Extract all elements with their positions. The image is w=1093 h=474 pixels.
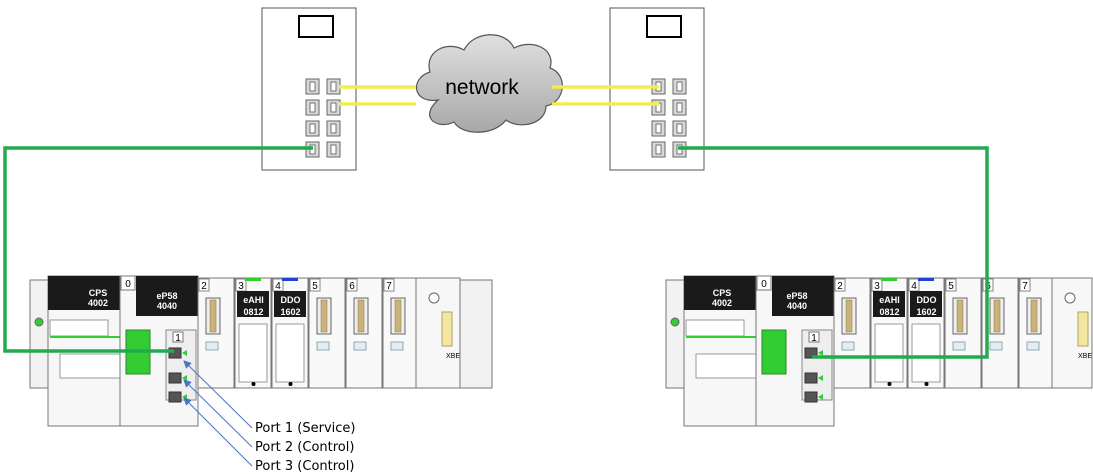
network-label: network [445,76,519,99]
switch-port[interactable] [326,78,341,95]
slot-number: 2 [837,281,843,292]
port-label-1: Port 1 (Service) [255,421,356,436]
io-module-slot-7: 7 [1018,277,1056,389]
ethernet-port-2[interactable] [168,372,182,384]
switch-port[interactable] [651,141,666,158]
slot-number: 3 [238,281,244,292]
cpu-label-line2: 4040 [787,301,807,311]
cpu-module: eP58 4040 0 1 [755,275,835,427]
cpu-slot-number: 0 [761,279,767,290]
slot-number: 4 [275,281,281,292]
ps-label-line2: 4002 [712,298,732,308]
io-module-slot-3: 3 eAHI 0812 [234,277,272,389]
switch-port[interactable] [326,120,341,137]
switch-port[interactable] [305,78,320,95]
extender-label: XBE [1078,353,1092,360]
io-module-slot-6: 6 [345,277,383,389]
slot-number: 3 [874,281,880,292]
switch-port[interactable] [305,120,320,137]
ps-label-line1: CPS [713,288,732,298]
slot-number: 5 [312,281,318,292]
ethernet-port-3[interactable] [804,391,818,403]
extender-label: XBE [446,353,460,360]
switch-port[interactable] [672,120,687,137]
cpu-label-line1: eP58 [786,291,807,301]
ethernet-cables [3,146,989,359]
cpu-label-line1: eP58 [156,291,177,301]
ethernet-port-2[interactable] [804,372,818,384]
cpu-slot-number: 0 [125,279,131,290]
bus-extender-module: XBE [415,277,461,389]
switch-port[interactable] [305,99,320,116]
switch-port[interactable] [672,99,687,116]
switch-right [609,7,705,171]
module-label-line2: 1602 [916,307,936,317]
module-label-line2: 0812 [879,307,899,317]
ps-label-line2: 4002 [88,298,108,308]
switch-port[interactable] [326,141,341,158]
cpu-label-line2: 4040 [157,301,177,311]
bus-extender-module: XBE [1051,277,1093,389]
module-label-line2: 0812 [243,307,263,317]
slot-number: 7 [1022,281,1028,292]
slot-number: 7 [386,281,392,292]
io-module-slot-3: 3 eAHI 0812 [870,277,908,389]
slot-number: 4 [911,281,917,292]
port-block-number: 1 [175,333,181,344]
port-label-2: Port 2 (Control) [255,440,354,455]
switch-port[interactable] [326,99,341,116]
module-label-line1: eAHI [879,295,900,305]
port-label-3: Port 3 (Control) [255,459,354,474]
network-links [339,85,659,106]
io-module-slot-5: 5 [308,277,346,389]
module-label-line1: eAHI [243,295,264,305]
ethernet-port-3[interactable] [168,391,182,403]
module-label-line1: DDO [917,295,937,305]
port-block-number: 1 [811,333,817,344]
io-module-slot-5: 5 [944,277,982,389]
io-module-slot-7: 7 [382,277,420,389]
slot-number: 5 [948,281,954,292]
network-cloud: network [415,34,563,133]
io-module-slot-2: 2 [833,277,871,389]
module-label-line1: DDO [281,295,301,305]
switch-port[interactable] [672,78,687,95]
slot-number: 6 [349,281,355,292]
slot-number: 2 [201,281,207,292]
switch-port[interactable] [651,120,666,137]
ps-label-line1: CPS [89,288,108,298]
module-label-line2: 1602 [280,307,300,317]
ethernet-port-1[interactable] [804,347,818,359]
switch-left [261,7,357,171]
io-module-slot-2: 2 [197,277,235,389]
ethernet-port-1[interactable] [168,347,182,359]
port-annotations: Port 1 (Service) Port 2 (Control) Port 3… [183,360,356,474]
